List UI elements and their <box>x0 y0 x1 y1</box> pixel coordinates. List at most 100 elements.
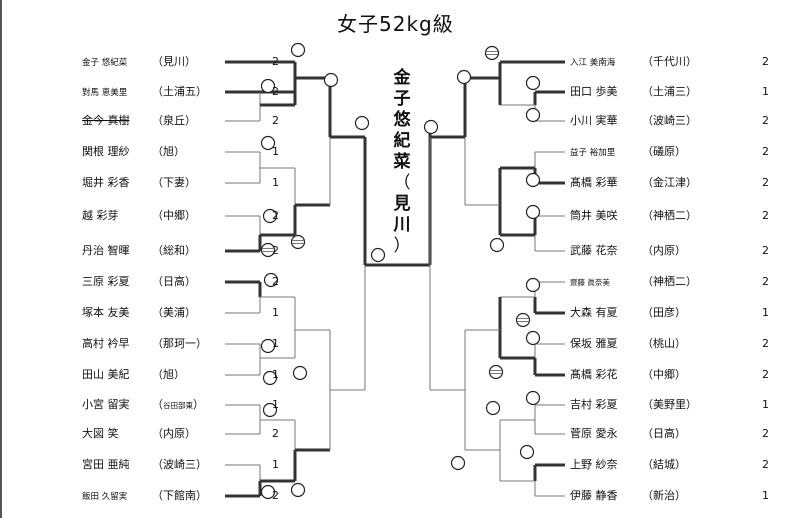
paren-open: （ <box>152 368 163 381</box>
entry-seed: 2 <box>272 55 279 68</box>
paren-open: （ <box>152 489 163 502</box>
win-marker <box>525 330 541 346</box>
champion-name: 金子悠紀菜 <box>390 68 414 173</box>
paren-open: （ <box>152 306 163 319</box>
left-entry: 宮田 亜純（ 波崎三 ）1 <box>82 457 279 473</box>
entry-school: （ 内原 ） <box>642 243 762 259</box>
entry-seed: 1 <box>272 398 279 411</box>
entry-school: （ 神栖二 ） <box>642 208 762 224</box>
paren-close: ） <box>196 489 207 502</box>
right-entry: 齋藤 眞奈美（ 神栖二 ）2 <box>570 274 769 290</box>
entry-seed: 2 <box>762 458 769 471</box>
paren-close: ） <box>185 427 196 440</box>
win-marker <box>260 78 276 94</box>
paren-open: （ <box>152 55 163 68</box>
paren-close: ） <box>185 176 196 189</box>
champion-name-char: 悠 <box>393 110 411 130</box>
entry-name: 武藤 花奈 <box>570 244 618 257</box>
school-text: 内原 <box>653 244 675 257</box>
entry-name: 齋藤 眞奈美 <box>570 278 610 287</box>
paren-open: （ <box>642 114 653 127</box>
entry-seed: 2 <box>272 85 279 98</box>
school-text: 中郷 <box>163 209 185 222</box>
paren-close: ） <box>174 145 185 158</box>
paren-close: ） <box>185 244 196 257</box>
paren-close: ） <box>686 209 697 222</box>
entry-school: （ 那珂一 ） <box>152 336 272 352</box>
right-entry: 髙橋 彩華（ 金江津 ）2 <box>570 175 769 191</box>
win-marker <box>262 208 278 224</box>
entry-name: 對馬 恵美里 <box>82 88 128 98</box>
champion-name-char: 紀 <box>393 131 411 151</box>
paren-open: （ <box>152 85 163 98</box>
left-entry: 飯田 久留実（ 下館南 ）2 <box>82 488 279 504</box>
entry-seed: 2 <box>272 114 279 127</box>
win-marker <box>290 482 306 498</box>
win-marker <box>456 69 472 85</box>
paren-close: ） <box>196 85 207 98</box>
win-marker <box>525 204 541 220</box>
win-marker <box>260 484 276 500</box>
left-border-line <box>0 0 2 518</box>
paren-open: （ <box>152 244 163 257</box>
win-marker <box>519 444 535 460</box>
champion-name-char: 菜 <box>393 152 411 172</box>
entry-name: 三原 彩夏 <box>82 275 130 288</box>
entry-name: 大森 有夏 <box>570 306 618 319</box>
entry-seed: 2 <box>762 114 769 127</box>
right-entry: 益子 裕加里（ 礒原 ）2 <box>570 144 769 160</box>
right-entry: 田口 歩美（ 土浦三 ）1 <box>570 84 769 100</box>
entry-school: （ 波崎三 ） <box>152 457 272 473</box>
entry-school: （ 神栖二 ） <box>642 274 762 290</box>
entry-seed: 2 <box>762 337 769 350</box>
win-marker <box>292 365 308 381</box>
entry-school: （ 結城 ） <box>642 457 762 473</box>
paren-open: （ <box>642 306 653 319</box>
left-entry: 塚本 友美（ 美浦 ）1 <box>82 305 279 321</box>
school-text: 下館南 <box>163 489 196 502</box>
entry-name: 堀井 彩香 <box>82 176 130 189</box>
paren-close: ） <box>193 398 204 411</box>
win-marker <box>489 237 505 253</box>
school-text: 神栖二 <box>653 209 686 222</box>
paren-close: ） <box>675 306 686 319</box>
left-entry: 高村 衿早（ 那珂一 ）1 <box>82 336 279 352</box>
entry-name: 保坂 雅夏 <box>570 337 618 350</box>
win-marker <box>290 42 306 58</box>
left-entry: 小宮 留実（ 谷田部東 ）1 <box>82 397 279 413</box>
paren-open: （ <box>642 176 653 189</box>
left-entry: 金子 悠紀菜（ 見川 ）2 <box>82 54 279 70</box>
win-marker <box>525 75 541 91</box>
entry-school: （ 旭 ） <box>152 367 272 383</box>
paren-close: ） <box>675 458 686 471</box>
entry-name: 高村 衿早 <box>82 337 130 350</box>
paren-open: （ <box>642 489 653 502</box>
champion-school-char: 見 <box>393 194 411 214</box>
right-entry: 小川 実華（ 波崎三 ）2 <box>570 113 769 129</box>
paren-open: （ <box>152 337 163 350</box>
tie-marker <box>260 242 276 258</box>
paren-open: （ <box>642 368 653 381</box>
paren-open: （ <box>642 55 653 68</box>
entry-school: （ 下館南 ） <box>152 488 272 504</box>
paren-close: ） <box>675 244 686 257</box>
paren-close: ） <box>185 275 196 288</box>
entry-seed: 2 <box>762 244 769 257</box>
entry-name: 大図 笑 <box>82 427 119 440</box>
school-text: 美浦 <box>163 306 185 319</box>
paren-open: （ <box>642 398 653 411</box>
school-text: 千代川 <box>653 55 686 68</box>
right-entry: 大森 有夏（ 田彦 ）1 <box>570 305 769 321</box>
win-marker <box>423 119 439 135</box>
school-text: 泉丘 <box>163 114 185 127</box>
tie-marker <box>488 364 504 380</box>
paren-close: ） <box>686 398 697 411</box>
paren-open: （ <box>152 176 163 189</box>
paren-close: ） <box>675 145 686 158</box>
entry-name: 飯田 久留実 <box>82 492 128 502</box>
left-entry: 関根 理紗（ 旭 ）1 <box>82 144 279 160</box>
left-entry: 大図 笑（ 内原 ）2 <box>82 426 279 442</box>
paren-close: ） <box>686 85 697 98</box>
right-entry: 筒井 美咲（ 神栖二 ）2 <box>570 208 769 224</box>
